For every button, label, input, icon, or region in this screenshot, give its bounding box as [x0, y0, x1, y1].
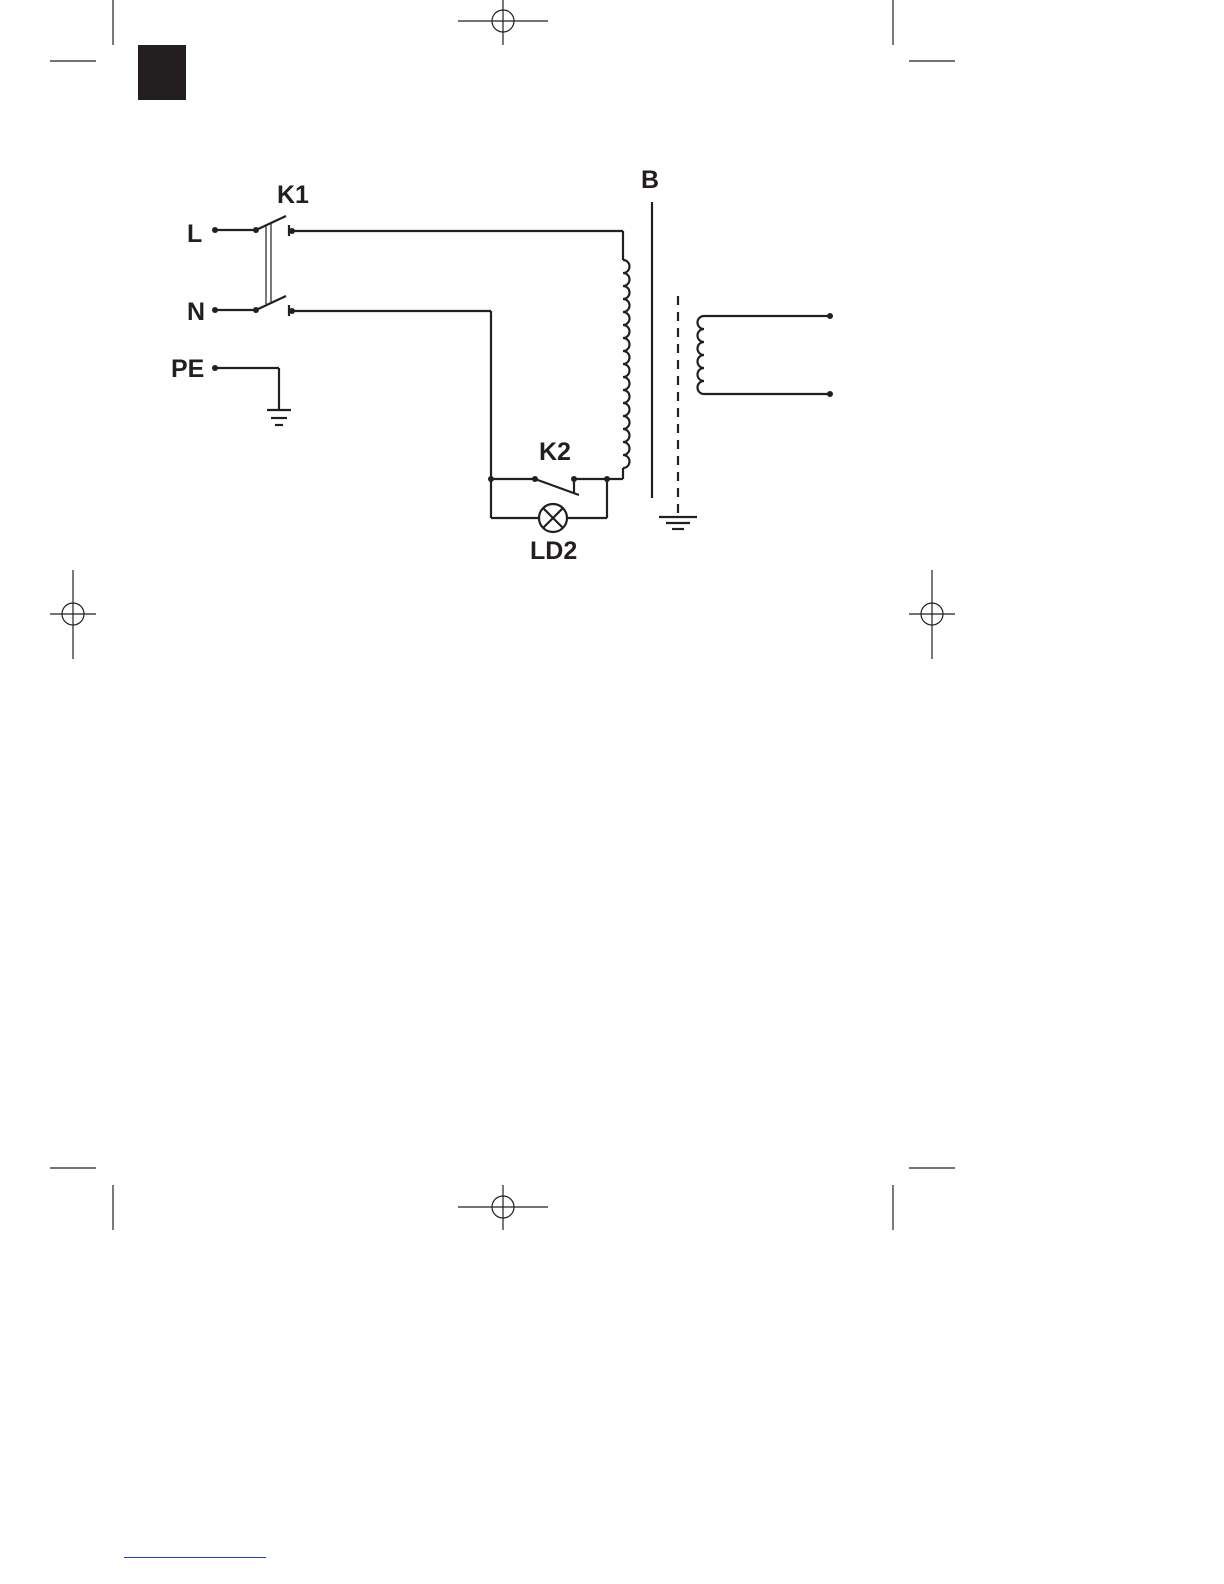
terminal-label-pe: PE: [171, 355, 204, 383]
crop-marks: [50, 0, 955, 1230]
component-label-ld2: LD2: [530, 537, 577, 565]
pe-ground-wire: [212, 365, 291, 425]
component-label-k2: K2: [539, 438, 571, 466]
terminal-label-n: N: [187, 298, 205, 326]
registration-mark-right: [909, 570, 955, 659]
registration-mark-bottom: [458, 1185, 548, 1230]
transformer-shield-ground: [659, 296, 697, 529]
registration-mark-top: [458, 0, 548, 45]
k1-mechanical-linkage: [266, 224, 271, 304]
k2-switch: [488, 476, 623, 495]
registration-mark-left: [50, 570, 96, 659]
transformer-primary-coil: [623, 231, 630, 479]
page-tab-block: [138, 45, 186, 100]
component-label-k1: K1: [277, 181, 309, 209]
line-l-wire: [212, 216, 623, 236]
terminal-label-l: L: [187, 220, 202, 248]
component-label-b: B: [641, 166, 659, 194]
transformer-secondary-coil: [698, 313, 834, 397]
line-n-wire: [212, 296, 491, 479]
ld2-lamp: [491, 479, 607, 532]
bottom-rule: [124, 1557, 266, 1558]
